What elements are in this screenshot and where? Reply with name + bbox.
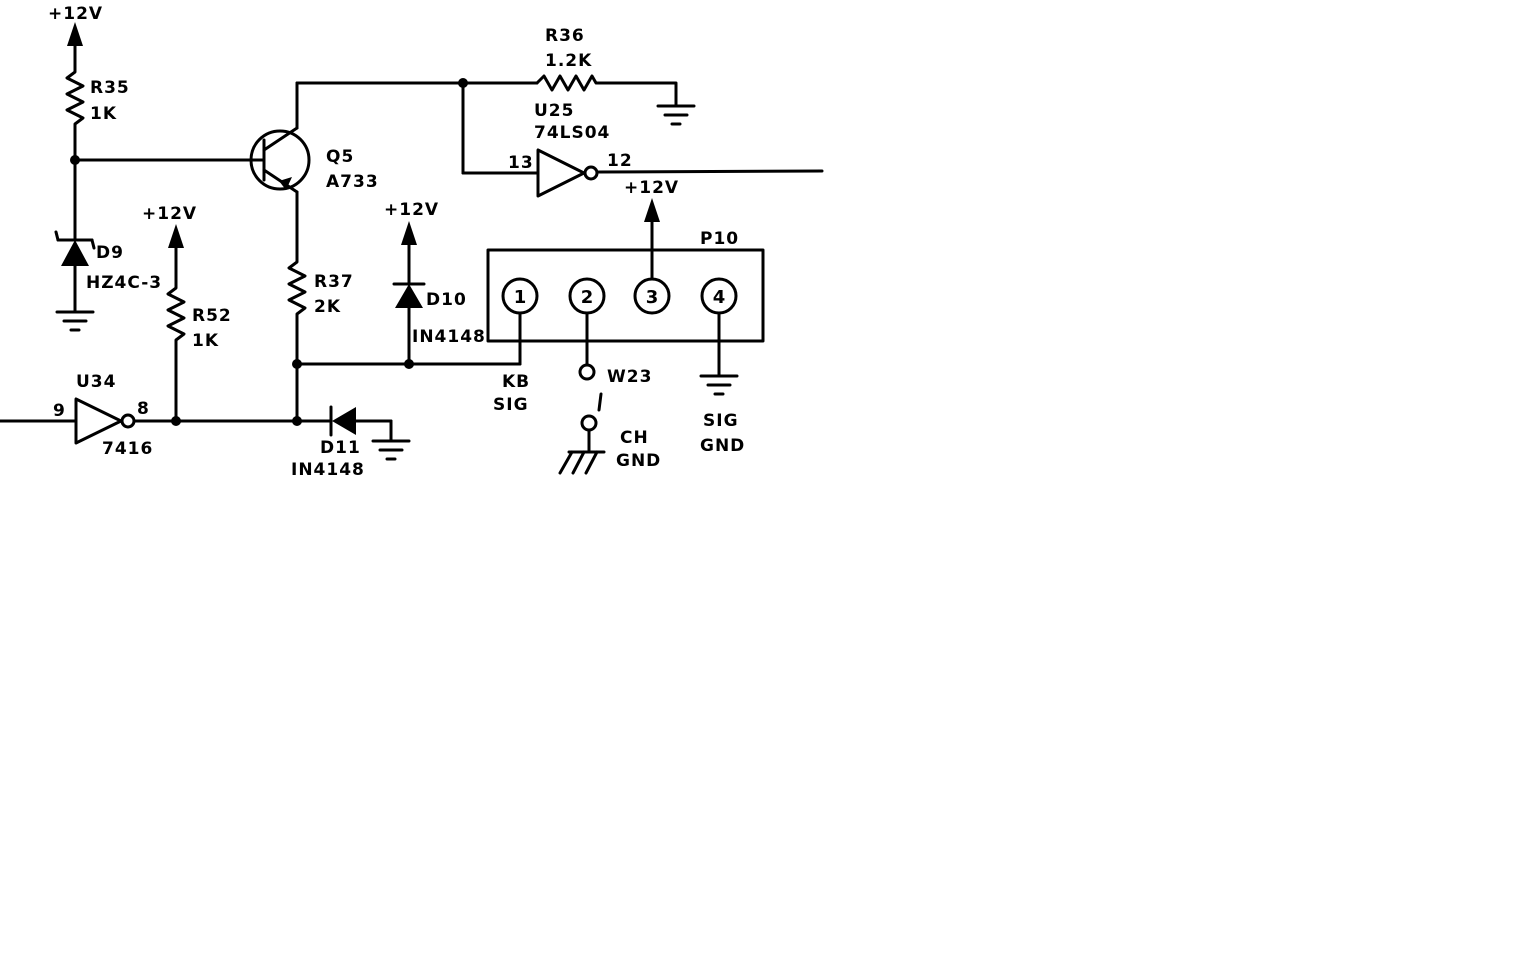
inverter-u25 — [536, 148, 599, 198]
chassis-ground-symbol — [558, 450, 606, 475]
r36-ref-label: R36 — [545, 26, 585, 46]
zener-diode-d9 — [54, 230, 96, 314]
ch-gnd-label-1: CH — [620, 428, 649, 448]
u25-ref-label: U25 — [534, 101, 574, 121]
resistor-r52 — [166, 276, 186, 423]
supply-arrow-d10 — [401, 221, 417, 286]
supply-label-r52: +12V — [142, 204, 197, 224]
u25-input-pin: 13 — [508, 153, 534, 173]
p10-ref-label: P10 — [700, 229, 739, 249]
sig-gnd-label-1: SIG — [703, 411, 739, 431]
resistor-r37 — [287, 244, 307, 423]
connector-pin-1: 1 — [501, 277, 539, 315]
junction-r52-u34 — [171, 416, 181, 426]
junction-r37-bus — [292, 359, 302, 369]
ground-symbol-r36 — [656, 104, 696, 126]
resistor-r36 — [535, 74, 678, 108]
kb-sig-label-2: SIG — [493, 395, 529, 415]
u34-input-pin: 9 — [53, 401, 66, 421]
ground-symbol-sig — [699, 374, 739, 396]
supply-arrow-r52 — [168, 224, 184, 280]
transistor-q5 — [248, 81, 311, 248]
diode-d10 — [392, 282, 426, 366]
r37-value-label: 2K — [314, 297, 341, 317]
wire-u25-output — [595, 169, 824, 174]
ch-gnd-label-2: GND — [616, 451, 661, 471]
r52-ref-label: R52 — [192, 306, 232, 326]
connector-pin-3: 3 — [633, 277, 671, 315]
connector-p10 — [486, 248, 765, 343]
diode-d11 — [295, 405, 393, 443]
d11-value-label: IN4148 — [291, 460, 365, 480]
pin-4-label: 4 — [713, 287, 726, 308]
d10-ref-label: D10 — [426, 290, 467, 310]
ground-symbol-d11 — [371, 439, 411, 461]
resistor-r35 — [65, 60, 85, 162]
junction-r35-base — [70, 155, 80, 165]
u25-type-label: 74LS04 — [534, 123, 610, 143]
supply-arrow-r35 — [67, 22, 83, 64]
inverter-u34 — [74, 397, 136, 445]
r36-value-label: 1.2K — [545, 51, 592, 71]
pin-2-label: 2 — [581, 287, 594, 308]
connector-pin-4: 4 — [700, 277, 738, 315]
jumper-w23 — [578, 311, 603, 454]
pin-3-label: 3 — [646, 287, 659, 308]
r52-value-label: 1K — [192, 331, 219, 351]
kb-sig-label-1: KB — [502, 372, 530, 392]
pin-1-label: 1 — [514, 287, 527, 308]
supply-arrow-p10 — [644, 198, 660, 281]
sig-gnd-label-2: GND — [700, 436, 745, 456]
d10-value-label: IN4148 — [412, 327, 486, 347]
q5-value-label: A733 — [326, 172, 379, 192]
supply-label-p10: +12V — [624, 178, 679, 198]
supply-label-r35: +12V — [48, 4, 103, 24]
r35-value-label: 1K — [90, 104, 117, 124]
connector-pin-2: 2 — [568, 277, 606, 315]
r37-ref-label: R37 — [314, 272, 354, 292]
d9-value-label: HZ4C-3 — [86, 273, 162, 293]
w23-ref-label: W23 — [607, 367, 652, 387]
ground-symbol-d9 — [55, 310, 95, 332]
u34-type-label: 7416 — [102, 439, 153, 459]
d9-ref-label: D9 — [96, 243, 124, 263]
supply-label-d10: +12V — [384, 200, 439, 220]
d11-ref-label: D11 — [320, 438, 361, 458]
u25-output-pin: 12 — [607, 151, 633, 171]
r35-ref-label: R35 — [90, 78, 130, 98]
u34-output-pin: 8 — [137, 399, 150, 419]
q5-ref-label: Q5 — [326, 147, 354, 167]
u34-ref-label: U34 — [76, 372, 116, 392]
